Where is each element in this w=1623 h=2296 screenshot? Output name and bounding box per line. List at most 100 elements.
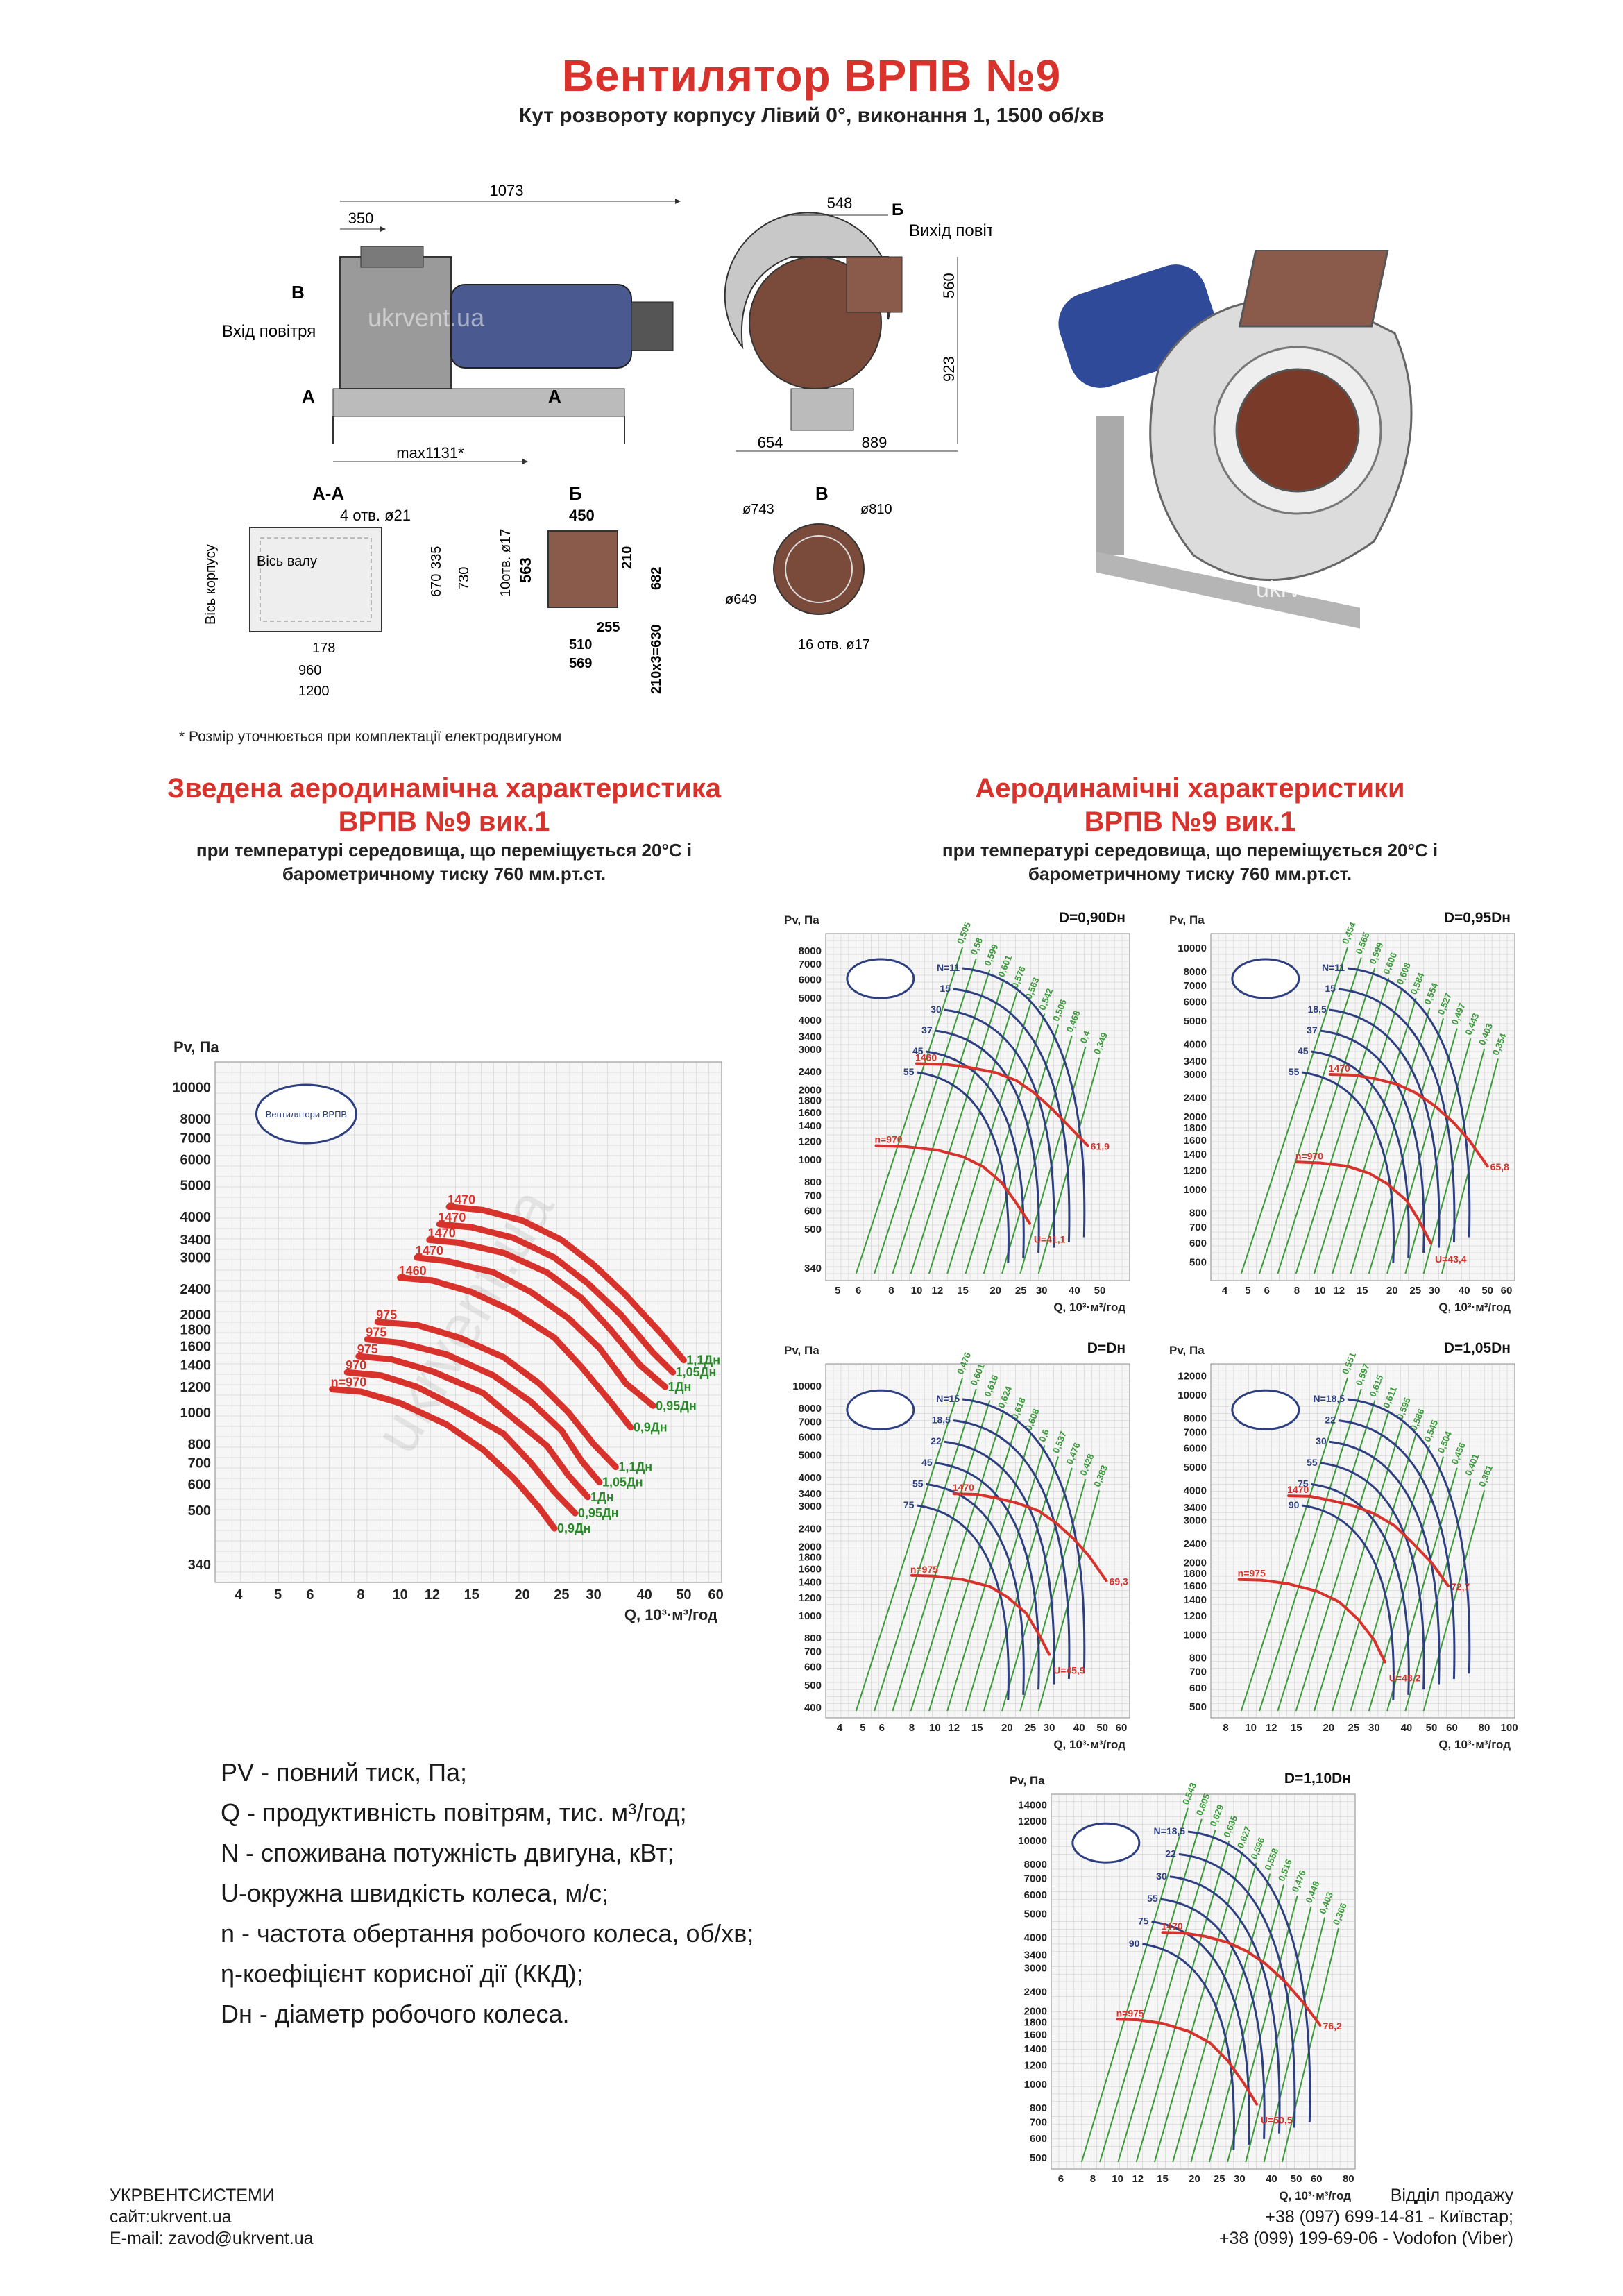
chart-title: D=Dн (1087, 1340, 1125, 1356)
company-site[interactable]: сайт:ukrvent.ua (110, 2207, 232, 2227)
y-tick-label: 600 (1189, 1238, 1207, 1249)
x-tick-label: 40 (1266, 2173, 1277, 2185)
x-axis-label: Q, 10³·м³/год (1053, 1738, 1125, 1751)
y-tick-label: 12000 (1018, 1816, 1047, 1827)
summary-sub-2: барометричному тиску 760 мм.рт.ст. (282, 863, 606, 884)
dim-649: ø649 (725, 592, 757, 607)
y-tick-label: 2400 (180, 1282, 212, 1297)
y-tick-label: 7000 (1024, 1873, 1047, 1884)
x-tick-label: 50 (676, 1587, 691, 1603)
power-label: 22 (1325, 1415, 1336, 1426)
speed-label: 1470 (1287, 1484, 1309, 1495)
x-tick-label: 40 (1401, 1722, 1413, 1734)
efficiency-line (965, 1013, 1046, 1274)
power-label: 30 (1316, 1435, 1327, 1446)
x-tick-label: 5 (274, 1587, 282, 1603)
y-tick-label: 3400 (1024, 1949, 1047, 1961)
y-tick-label: 1200 (1184, 1165, 1207, 1176)
section-label-a-right: А (548, 386, 561, 407)
x-tick-label: 4 (235, 1587, 243, 1603)
efficiency-line (946, 1433, 1032, 1712)
y-tick-label: 5000 (799, 993, 822, 1004)
power-curve (1320, 1029, 1425, 1253)
x-tick-label: 8 (357, 1587, 364, 1603)
efficiency-line (928, 1422, 1018, 1712)
x-tick-label: 6 (306, 1587, 314, 1603)
company-email[interactable]: E-mail: zavod@ukrvent.ua (110, 2229, 314, 2248)
power-label: N=11 (937, 962, 960, 973)
y-tick-label: 10000 (1178, 1390, 1207, 1401)
detailed-title-2: ВРПВ №9 вик.1 (1084, 807, 1296, 837)
detailed-sub-2: барометричному тиску 760 мм.рт.ст. (1028, 863, 1352, 884)
diameter-label: 0,95Дн (656, 1399, 697, 1412)
y-tick-label: 1000 (180, 1406, 212, 1421)
x-tick-label: 50 (1094, 1285, 1106, 1297)
y-tick-label: 6000 (1024, 1889, 1047, 1901)
power-label: 30 (1156, 1871, 1167, 1882)
speed-label: n=970 (331, 1376, 367, 1390)
series-curve (343, 1369, 579, 1517)
y-tick-label: 800 (1189, 1208, 1207, 1219)
power-curve (962, 967, 1086, 1238)
section-v-drawing: В ø743 ø810 ø649 16 отв. ø17 (725, 483, 892, 652)
x-tick-label: 25 (1024, 1722, 1036, 1734)
y-axis-label: Pv, Па (784, 913, 819, 927)
x-tick-label: 60 (1501, 1285, 1513, 1297)
efficiency-line (1404, 1478, 1472, 1712)
symbols-legend: PV - повний тиск, Па;Q - продуктивність … (221, 1753, 754, 2034)
power-curve (1302, 1071, 1395, 1264)
series-curve (364, 1336, 603, 1486)
max-power-label: 69,3 (1110, 1576, 1128, 1587)
power-curve (962, 1398, 1086, 1674)
power-label: 15 (1325, 983, 1336, 994)
x-axis-label: Q, 10³·м³/год (1279, 2189, 1351, 2202)
x-tick-label: 20 (1001, 1722, 1013, 1734)
dim-563: 563 (517, 557, 534, 583)
y-tick-label: 500 (804, 1224, 822, 1235)
tip-speed-label: U=43,4 (1435, 1253, 1467, 1265)
series-curve (1116, 2018, 1259, 2106)
power-label: 30 (931, 1004, 942, 1015)
phone-vodafone[interactable]: +38 (099) 199-69-06 - Vodofon (Viber) (1218, 2229, 1513, 2248)
y-tick-label: 5000 (1024, 1909, 1047, 1921)
outlet-label: Вихід повітря (909, 221, 992, 240)
x-tick-label: 50 (1426, 1722, 1438, 1734)
phone-kyivstar[interactable]: +38 (097) 699-14-81 - Київстар; (1265, 2207, 1513, 2227)
efficiency-line (1332, 997, 1417, 1274)
dim-510: 510 (569, 637, 592, 652)
y-tick-label: 1600 (799, 1564, 822, 1576)
x-tick-label: 40 (1073, 1722, 1085, 1734)
power-curve (1320, 1462, 1425, 1690)
efficiency-line (1277, 1400, 1376, 1712)
y-tick-label: 8000 (1184, 966, 1207, 978)
efficiency-line (1135, 1840, 1230, 2163)
legend-item: N - споживана потужність двигуна, кВт; (221, 1833, 754, 1873)
power-label: 75 (1298, 1478, 1309, 1489)
x-tick-label: 60 (708, 1587, 724, 1603)
efficiency-line (1172, 1862, 1257, 2163)
efficiency-line (1240, 947, 1349, 1274)
efficiency-line (1422, 1490, 1486, 1712)
legend-text: - діаметр робочого колеса. (252, 2000, 570, 2028)
y-tick-label: 2000 (1184, 1557, 1207, 1569)
x-axis-label: Q, 10³·м³/год (624, 1606, 717, 1623)
legend-abbr: N (221, 1839, 239, 1867)
y-tick-label: 10000 (1178, 943, 1207, 954)
power-curve (1329, 1440, 1441, 1685)
dim-682: 682 (649, 567, 664, 590)
speed-label: 1470 (438, 1210, 466, 1224)
y-axis-label: Pv, Па (1010, 1774, 1045, 1787)
efficiency-line (1240, 1377, 1349, 1712)
summary-sub-1: при температурі середовища, що переміщує… (196, 840, 692, 861)
x-tick-label: 60 (1311, 2173, 1323, 2185)
legend-abbr: Dн (221, 2000, 253, 2028)
y-tick-label: 1800 (1184, 1568, 1207, 1580)
section-aa-drawing: А-А 4 отв. ø21 Вісь валу Вісь корпусу 33… (203, 483, 472, 699)
speed-label: 1470 (428, 1226, 456, 1240)
y-tick-label: 1400 (180, 1358, 212, 1373)
efficiency-line (1332, 1433, 1417, 1712)
